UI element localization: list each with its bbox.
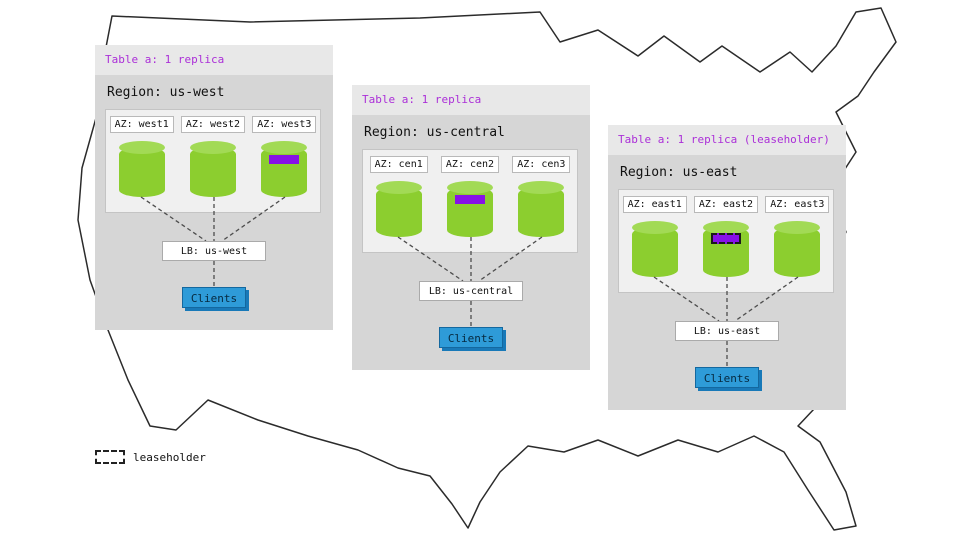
az-column: AZ: west1 xyxy=(106,110,177,212)
legend-label: leaseholder xyxy=(133,450,206,464)
cylinder-top xyxy=(375,181,422,194)
replica-badge xyxy=(454,195,485,204)
cylinder-body xyxy=(774,227,821,277)
az-label: AZ: east2 xyxy=(693,196,759,213)
az-column: AZ: cen3 xyxy=(506,150,577,252)
table-replica-label: Table a: 1 replica xyxy=(352,85,590,115)
az-label: AZ: east3 xyxy=(765,196,830,213)
region-label: Region: us-central xyxy=(364,125,505,140)
az-label: AZ: west2 xyxy=(180,116,246,133)
cylinder-top xyxy=(702,221,749,234)
az-column: AZ: west2 xyxy=(177,110,248,212)
cylinder-body xyxy=(189,147,236,197)
az-label: AZ: cen3 xyxy=(512,156,571,173)
az-column: AZ: east1 xyxy=(619,190,690,292)
replica-cylinder xyxy=(261,141,308,197)
legend: leaseholder xyxy=(95,450,206,464)
replica-cylinder xyxy=(774,221,821,277)
replica-cylinder xyxy=(702,221,749,277)
az-container: AZ: cen1 AZ: cen2 AZ: cen3 xyxy=(362,149,578,253)
az-label: AZ: west1 xyxy=(109,116,174,133)
cylinder-body xyxy=(518,187,565,237)
az-container: AZ: west1 AZ: west2 AZ: west3 xyxy=(105,109,321,213)
cylinder-top xyxy=(118,141,165,154)
az-label: AZ: west3 xyxy=(252,116,317,133)
region-panel-us-central: Table a: 1 replica Region: us-central AZ… xyxy=(352,85,590,370)
region-panel-us-east: Table a: 1 replica (leaseholder) Region:… xyxy=(608,125,846,410)
replica-badge xyxy=(269,155,300,164)
table-replica-label: Table a: 1 replica xyxy=(95,45,333,75)
az-column: AZ: cen1 xyxy=(363,150,434,252)
region-label: Region: us-west xyxy=(107,85,225,100)
az-label: AZ: cen2 xyxy=(440,156,500,173)
az-column: AZ: east3 xyxy=(762,190,833,292)
replica-cylinder xyxy=(375,181,422,237)
az-column: AZ: east2 xyxy=(690,190,761,292)
replica-cylinder xyxy=(118,141,165,197)
clients-box: Clients xyxy=(695,367,759,388)
replica-cylinder xyxy=(446,181,493,237)
cylinder-top xyxy=(518,181,565,194)
us-map-path xyxy=(77,7,897,531)
az-column: AZ: west3 xyxy=(249,110,320,212)
clients-box: Clients xyxy=(439,327,503,348)
cylinder-top xyxy=(189,141,236,154)
region-label: Region: us-east xyxy=(620,165,738,180)
clients-box: Clients xyxy=(182,287,246,308)
az-label: AZ: cen1 xyxy=(369,156,428,173)
az-column: AZ: cen2 xyxy=(434,150,505,252)
load-balancer-box: LB: us-west xyxy=(162,241,266,261)
cylinder-top xyxy=(446,181,493,194)
cylinder-top xyxy=(774,221,821,234)
table-replica-label: Table a: 1 replica (leaseholder) xyxy=(608,125,846,155)
load-balancer-box: LB: us-central xyxy=(419,281,523,301)
replica-cylinder xyxy=(518,181,565,237)
leaseholder-swatch-icon xyxy=(95,450,125,464)
az-label: AZ: east1 xyxy=(622,196,687,213)
region-panel-us-west: Table a: 1 replica Region: us-west AZ: w… xyxy=(95,45,333,330)
replica-cylinder xyxy=(631,221,678,277)
cylinder-top xyxy=(261,141,308,154)
replica-cylinder xyxy=(189,141,236,197)
cylinder-body xyxy=(631,227,678,277)
leaseholder-badge xyxy=(710,233,741,244)
cylinder-body xyxy=(375,187,422,237)
cylinder-body xyxy=(118,147,165,197)
cylinder-top xyxy=(631,221,678,234)
load-balancer-box: LB: us-east xyxy=(675,321,779,341)
az-container: AZ: east1 AZ: east2 AZ: east3 xyxy=(618,189,834,293)
